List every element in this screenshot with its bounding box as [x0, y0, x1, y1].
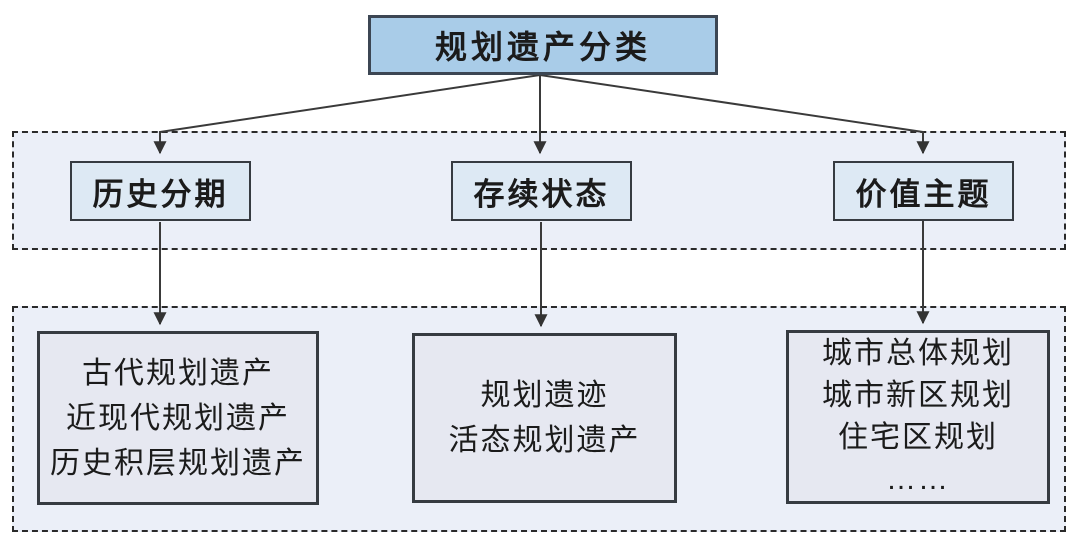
- leaf-item: 规划遗迹: [480, 379, 609, 412]
- category-label: 历史分期: [92, 176, 229, 212]
- root-node-classification-title: 规划遗产分类: [368, 15, 718, 75]
- leaf-item: 历史积层规划遗产: [50, 446, 306, 480]
- root-node-label: 规划遗产分类: [434, 29, 651, 65]
- category-label: 存续状态: [473, 176, 610, 212]
- leaf-item-ellipsis: ……: [886, 463, 950, 496]
- leaf-item: 活态规划遗产: [448, 424, 641, 457]
- category-node-existence-status: 存续状态: [451, 161, 632, 221]
- category-label: 价值主题: [855, 176, 992, 212]
- leaf-item: 古代规划遗产: [82, 356, 274, 390]
- leaf-item: 住宅区规划: [838, 421, 998, 454]
- leaf-item: 城市新区规划: [822, 379, 1014, 412]
- leaf-item: 近现代规划遗产: [66, 401, 290, 435]
- category-node-historical-period: 历史分期: [70, 161, 251, 221]
- leaf-node-value-theme-items: 城市总体规划 城市新区规划 住宅区规划 ……: [786, 330, 1050, 504]
- leaf-node-historical-period-items: 古代规划遗产 近现代规划遗产 历史积层规划遗产: [37, 331, 319, 505]
- leaf-node-existence-status-items: 规划遗迹 活态规划遗产: [412, 333, 677, 503]
- leaf-item: 城市总体规划: [822, 337, 1014, 370]
- category-node-value-theme: 价值主题: [833, 161, 1014, 221]
